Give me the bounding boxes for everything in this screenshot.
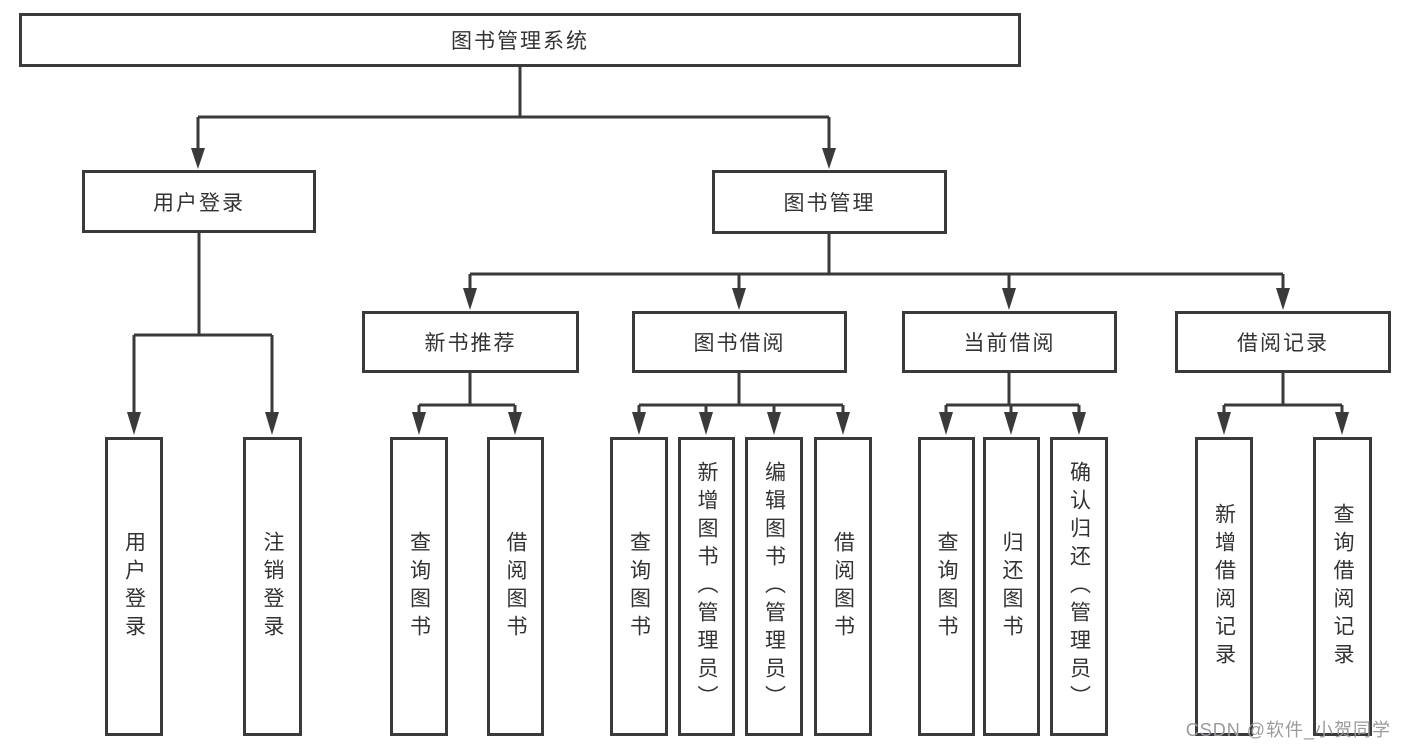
leaf-borrowing-query-books-label: 查询图书 [627,530,651,643]
watermark: CSDN @软件_小贺同学 [1185,720,1391,740]
leaf-borrowing-add-books: 新增图书（管理员） [678,437,735,736]
leaf-borrowing-borrow-books-label: 借阅图书 [831,530,855,643]
leaf-user-login: 用户登录 [105,437,163,736]
leaf-records-add-record-label: 新增借阅记录 [1212,502,1236,671]
node-book-management: 图书管理 [712,170,947,234]
leaf-current-confirm-return: 确认归还（管理员） [1050,437,1108,736]
node-borrowing-records: 借阅记录 [1175,311,1391,373]
leaf-current-return-books: 归还图书 [983,437,1040,736]
node-book-borrowing-label: 图书借阅 [693,332,786,355]
leaf-borrowing-query-books: 查询图书 [610,437,668,736]
node-user-login-label: 用户登录 [153,191,245,215]
leaf-borrowing-borrow-books: 借阅图书 [814,437,872,736]
leaf-borrowing-add-books-label: 新增图书（管理员） [695,460,718,713]
leaf-borrowing-edit-books: 编辑图书（管理员） [745,437,803,736]
node-current-borrowing-label: 当前借阅 [963,332,1056,355]
leaf-recommend-query-books-label: 查询图书 [407,530,431,643]
node-new-book-recommend-label: 新书推荐 [424,332,517,355]
leaf-current-confirm-return-label: 确认归还（管理员） [1067,460,1091,713]
node-book-management-label: 图书管理 [783,192,876,215]
leaf-recommend-query-books: 查询图书 [390,437,448,736]
leaf-records-query-record-label: 查询借阅记录 [1331,502,1354,671]
leaf-current-return-books-label: 归还图书 [1000,530,1023,643]
node-library-system: 图书管理系统 [19,13,1021,67]
leaf-borrowing-edit-books-label: 编辑图书（管理员） [762,460,786,713]
leaf-recommend-borrow-books-label: 借阅图书 [504,530,527,643]
leaf-recommend-borrow-books: 借阅图书 [487,437,544,736]
node-new-book-recommend: 新书推荐 [362,311,579,373]
leaf-records-query-record: 查询借阅记录 [1313,437,1372,736]
node-current-borrowing: 当前借阅 [902,311,1117,373]
node-library-system-label: 图书管理系统 [451,30,589,53]
node-book-borrowing: 图书借阅 [632,311,847,373]
leaf-current-query-books: 查询图书 [918,437,975,736]
leaf-user-login-label: 用户登录 [122,530,146,643]
leaf-logout-label: 注销登录 [261,530,284,643]
leaf-logout: 注销登录 [243,437,302,736]
leaf-records-add-record: 新增借阅记录 [1195,437,1253,736]
node-borrowing-records-label: 借阅记录 [1237,332,1329,355]
node-user-login: 用户登录 [82,170,316,233]
leaf-current-query-books-label: 查询图书 [935,530,958,643]
